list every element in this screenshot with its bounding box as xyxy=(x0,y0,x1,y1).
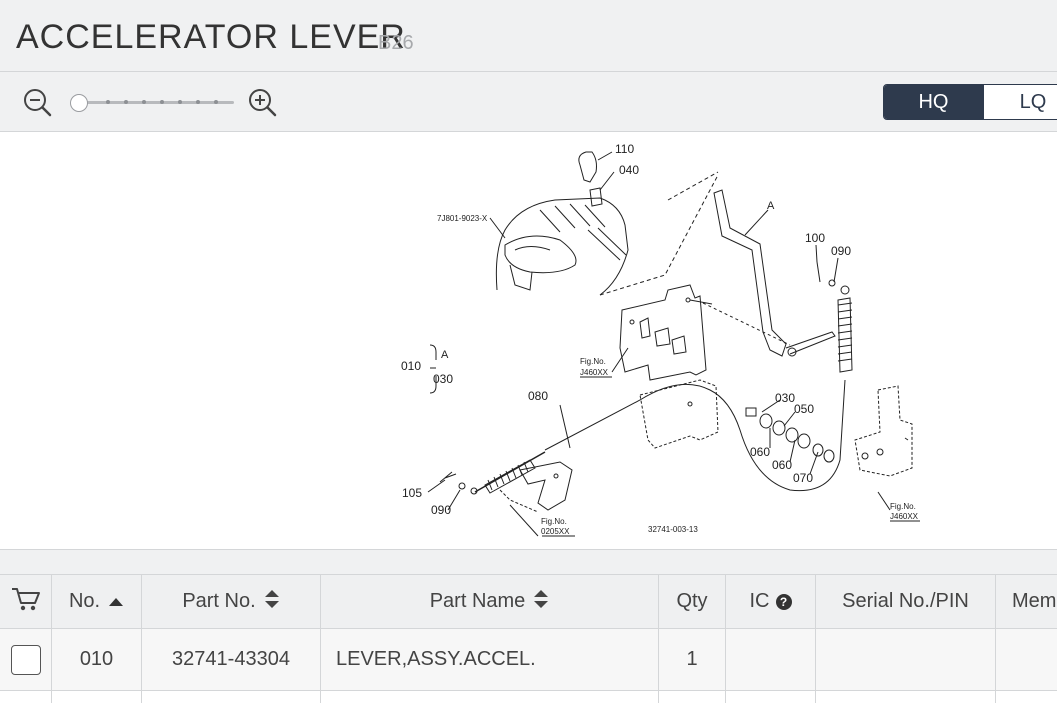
zoom-slider-track[interactable] xyxy=(78,101,234,104)
lq-button[interactable]: LQ xyxy=(982,85,1057,119)
callout-050: 050 xyxy=(794,402,814,416)
row-select-cell xyxy=(0,629,52,690)
diagram-id: 32741-003-13 xyxy=(648,525,698,534)
callout-040: 040 xyxy=(619,163,639,177)
partial-cell xyxy=(816,691,996,703)
parts-table: No. Part No. Part Name Qty IC ? Serial N… xyxy=(0,574,1057,703)
slider-tick xyxy=(196,100,200,104)
slider-tick xyxy=(160,100,164,104)
zoom-slider[interactable] xyxy=(70,94,234,112)
slider-tick xyxy=(142,100,146,104)
help-icon[interactable]: ? xyxy=(775,593,792,610)
callout-090-upper: 090 xyxy=(831,244,851,258)
quality-toggle: HQ LQ xyxy=(883,84,1057,120)
page-title: ACCELERATOR LEVER xyxy=(16,18,406,56)
table-row-partial xyxy=(0,691,1057,703)
callout-030-left: 030 xyxy=(433,372,453,386)
slider-tick xyxy=(178,100,182,104)
partial-cell xyxy=(142,691,321,703)
callout-figno-1: Fig.No. xyxy=(580,357,606,366)
sort-icon[interactable] xyxy=(533,589,549,615)
memo-column-header: Mem xyxy=(1012,590,1057,612)
sort-asc-icon[interactable] xyxy=(108,590,124,613)
cart-column-header xyxy=(0,575,52,628)
partial-cell xyxy=(52,691,142,703)
zoom-out-icon[interactable] xyxy=(21,86,53,118)
callout-100: 100 xyxy=(805,231,825,245)
row-checkbox[interactable] xyxy=(10,644,41,675)
zoom-slider-thumb[interactable] xyxy=(70,94,88,112)
ic-column-header: IC ? xyxy=(726,575,816,628)
callout-figno-2: Fig.No. xyxy=(541,517,567,526)
callout-figno-3: Fig.No. xyxy=(890,502,916,511)
callout-0205xx: 0205XX xyxy=(541,527,570,536)
callout-030: 030 xyxy=(775,391,795,405)
cart-icon xyxy=(11,586,41,618)
row-part-name: LEVER,ASSY.ACCEL. xyxy=(321,629,659,690)
table-row[interactable]: 010 32741-43304 LEVER,ASSY.ACCEL. 1 xyxy=(0,629,1057,691)
callout-7j801: 7J801-9023-X xyxy=(437,214,488,223)
parts-diagram[interactable]: 110 040 7J801-9023-X A 100 090 010 A 030… xyxy=(0,132,1057,550)
callout-a-upper: A xyxy=(767,200,775,212)
part-name-column-header[interactable]: Part Name xyxy=(321,575,659,628)
hq-button[interactable]: HQ xyxy=(884,85,983,119)
callout-060-a: 060 xyxy=(750,445,770,459)
callout-010: 010 xyxy=(401,359,421,373)
no-header-label: No. xyxy=(68,590,101,612)
part-no-column-header[interactable]: Part No. xyxy=(142,575,321,628)
partial-cell xyxy=(726,691,816,703)
slider-tick xyxy=(124,100,128,104)
no-column-header[interactable]: No. xyxy=(52,575,142,628)
page-subtitle: B26 xyxy=(378,32,414,54)
toolbar xyxy=(0,72,1057,132)
row-qty: 1 xyxy=(659,629,726,690)
callout-a-left: A xyxy=(441,349,449,361)
callout-j460xx-1: J460XX xyxy=(580,368,609,377)
zoom-in-icon[interactable] xyxy=(246,86,278,118)
page-header: ACCELERATOR LEVER B26 xyxy=(0,0,1057,72)
parts-diagram-drawing: 110 040 7J801-9023-X A 100 090 010 A 030… xyxy=(401,142,920,537)
row-memo xyxy=(996,629,1057,690)
qty-column-header: Qty xyxy=(659,575,726,628)
ic-header-label: IC xyxy=(749,590,770,612)
row-part-no: 32741-43304 xyxy=(142,629,321,690)
callout-090-lower: 090 xyxy=(431,503,451,517)
row-serial xyxy=(816,629,996,690)
partial-cell xyxy=(659,691,726,703)
partial-cell xyxy=(321,691,659,703)
sort-icon[interactable] xyxy=(264,589,280,615)
slider-tick xyxy=(214,100,218,104)
row-ic xyxy=(726,629,816,690)
callout-105: 105 xyxy=(402,486,422,500)
serial-column-header: Serial No./PIN xyxy=(816,575,996,628)
table-header: No. Part No. Part Name Qty IC ? Serial N… xyxy=(0,575,1057,629)
callout-110: 110 xyxy=(615,142,634,156)
partial-cell xyxy=(0,691,52,703)
row-no: 010 xyxy=(52,629,142,690)
part-name-header-label: Part Name xyxy=(429,590,526,612)
part-no-header-label: Part No. xyxy=(182,590,256,612)
callout-070: 070 xyxy=(793,471,813,485)
slider-tick xyxy=(106,100,110,104)
callout-060-b: 060 xyxy=(772,458,792,472)
callout-080: 080 xyxy=(528,389,548,403)
callout-j460xx-2: J460XX xyxy=(890,512,919,521)
